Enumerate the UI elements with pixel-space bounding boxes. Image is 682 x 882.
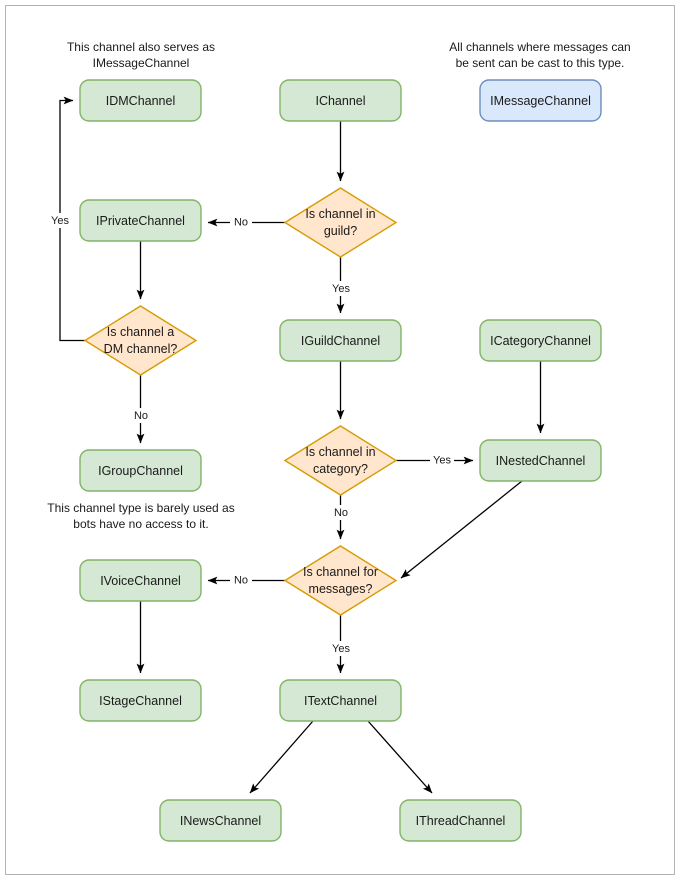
node-is-channel-for-messages[interactable]: Is channel for messages?	[283, 545, 398, 616]
node-shape[interactable]	[279, 319, 402, 362]
node-label-ivoice-channel: IVoiceChannel	[100, 574, 181, 588]
node-is-channel-in-guild[interactable]: Is channel in guild?	[283, 187, 398, 258]
edge-label-guild-yes: Yes	[332, 283, 350, 295]
edge-label-bg	[329, 641, 353, 656]
edge-nested-to-messages	[400, 480, 523, 579]
node-label-inews-channel: INewsChannel	[180, 814, 261, 828]
node-inested-channel[interactable]: INestedChannel	[479, 439, 602, 482]
node-imessage-channel[interactable]: IMessageChannel	[479, 79, 602, 122]
edge-label-bg	[330, 505, 352, 520]
node-label-guild-line2: guild?	[324, 224, 357, 238]
note-dm-channel: This channel also serves as IMessageChan…	[67, 40, 215, 70]
edge-line	[249, 720, 314, 794]
node-shape[interactable]	[283, 425, 398, 496]
node-label-iprivate-channel: IPrivateChannel	[96, 214, 185, 228]
node-shape[interactable]	[79, 449, 202, 492]
edge-text-to-news	[249, 720, 314, 794]
edge-label-category-no: No	[334, 507, 348, 519]
edge-label-bg	[230, 573, 252, 588]
node-igroup-channel[interactable]: IGroupChannel	[79, 449, 202, 492]
node-label-guild-line1: Is channel in	[305, 207, 375, 221]
node-shape[interactable]	[159, 799, 282, 842]
node-label-messages-line2: messages?	[309, 582, 373, 596]
note-dm-line2: IMessageChannel	[93, 56, 190, 70]
edge-label-guild-no: No	[234, 216, 248, 228]
node-label-category-line2: category?	[313, 462, 368, 476]
note-group-channel: This channel type is barely used as bots…	[47, 501, 234, 531]
node-shape[interactable]	[79, 199, 202, 242]
node-label-ithread-channel: IThreadChannel	[416, 814, 506, 828]
note-group-line1: This channel type is barely used as	[47, 501, 234, 515]
node-label-idm-channel: IDMChannel	[106, 94, 175, 108]
node-label-ichannel: IChannel	[315, 94, 365, 108]
note-message-line1: All channels where messages can	[449, 40, 630, 54]
edge-label-dm-yes: Yes	[51, 215, 69, 227]
node-iprivate-channel[interactable]: IPrivateChannel	[79, 199, 202, 242]
node-label-imessage-channel: IMessageChannel	[490, 94, 591, 108]
edge-category-yes-to-nested: Yes	[396, 453, 474, 468]
edge-messages-yes-to-text: Yes	[329, 615, 353, 674]
node-shape[interactable]	[479, 439, 602, 482]
edge-line	[400, 480, 523, 579]
node-iguild-channel[interactable]: IGuildChannel	[279, 319, 402, 362]
node-shape[interactable]	[79, 559, 202, 602]
edges-layer: IPrivateChannel --> No IGuildChannel -->…	[48, 96, 545, 794]
node-shape[interactable]	[283, 187, 398, 258]
node-shape[interactable]	[279, 679, 402, 722]
node-shape[interactable]	[279, 79, 402, 122]
node-label-dm-line1: Is channel a	[107, 325, 174, 339]
node-label-igroup-channel: IGroupChannel	[98, 464, 183, 478]
edge-guild-yes-to-iguild: Yes	[329, 257, 353, 314]
node-shape[interactable]	[479, 79, 602, 122]
edge-label-messages-no: No	[234, 574, 248, 586]
node-label-istage-channel: IStageChannel	[99, 694, 182, 708]
node-label-itext-channel: ITextChannel	[304, 694, 377, 708]
node-label-messages-line1: Is channel for	[303, 565, 378, 579]
node-shape[interactable]	[79, 79, 202, 122]
node-shape[interactable]	[283, 545, 398, 616]
note-message-channel: All channels where messages can be sent …	[449, 40, 630, 70]
edge-label-dm-no: No	[134, 410, 148, 422]
node-shape[interactable]	[479, 319, 602, 362]
node-ichannel[interactable]: IChannel	[279, 79, 402, 122]
node-istage-channel[interactable]: IStageChannel	[79, 679, 202, 722]
node-label-category-line1: Is channel in	[305, 445, 375, 459]
note-dm-line1: This channel also serves as	[67, 40, 215, 54]
note-message-line2: be sent can be cast to this type.	[456, 56, 625, 70]
edge-label-category-yes: Yes	[433, 454, 451, 466]
node-label-dm-line2: DM channel?	[104, 342, 178, 356]
node-icategory-channel[interactable]: ICategoryChannel	[479, 319, 602, 362]
edge-messages-no-to-voice: No	[207, 573, 285, 588]
edge-label-bg	[48, 213, 72, 228]
edge-text-to-thread	[367, 720, 433, 794]
node-shape[interactable]	[399, 799, 522, 842]
edge-label-messages-yes: Yes	[332, 643, 350, 655]
edge-label-bg	[130, 408, 152, 423]
node-label-iguild-channel: IGuildChannel	[301, 334, 380, 348]
edge-line	[367, 720, 433, 794]
node-is-channel-in-category[interactable]: Is channel in category?	[283, 425, 398, 496]
edge-guild-no-to-private: No	[207, 215, 285, 230]
notes-layer: This channel also serves as IMessageChan…	[47, 40, 630, 531]
node-itext-channel[interactable]: ITextChannel	[279, 679, 402, 722]
node-label-icategory-channel: ICategoryChannel	[490, 334, 591, 348]
node-ithread-channel[interactable]: IThreadChannel	[399, 799, 522, 842]
node-is-channel-dm[interactable]: Is channel a DM channel?	[83, 305, 198, 376]
edge-label-bg	[230, 215, 252, 230]
node-ivoice-channel[interactable]: IVoiceChannel	[79, 559, 202, 602]
edge-label-bg	[329, 281, 353, 296]
edge-dm-yes-to-idmchannel: Yes	[48, 96, 85, 342]
node-label-inested-channel: INestedChannel	[496, 454, 586, 468]
edge-category-no-to-messages: No	[330, 495, 352, 540]
node-inews-channel[interactable]: INewsChannel	[159, 799, 282, 842]
node-shape[interactable]	[79, 679, 202, 722]
note-group-line2: bots have no access to it.	[73, 517, 208, 531]
node-shape[interactable]	[83, 305, 198, 376]
edge-dm-no-to-group: No	[130, 375, 152, 444]
edge-label-bg	[430, 453, 454, 468]
nodes-layer: IDMChannel IChannel IMessageChannel IPri…	[79, 79, 602, 842]
node-idm-channel[interactable]: IDMChannel	[79, 79, 202, 122]
